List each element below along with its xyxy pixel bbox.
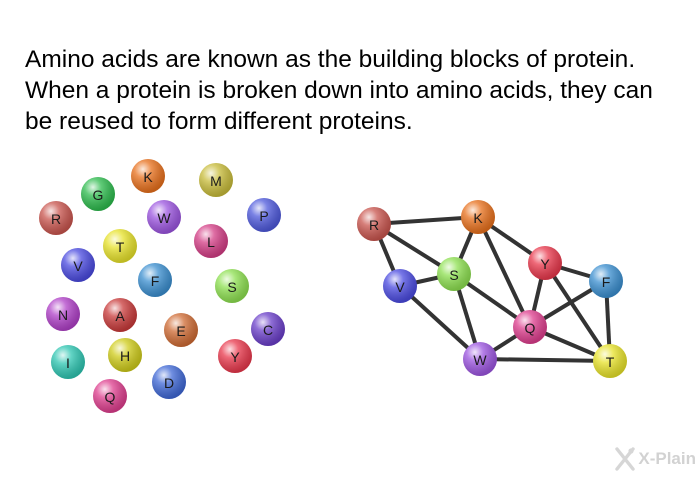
free-amino-acid-label: N	[58, 307, 68, 323]
free-amino-acid-m: M	[199, 163, 233, 197]
free-amino-acid-label: A	[115, 308, 125, 324]
free-amino-acid-shine	[103, 298, 137, 332]
protein-amino-acid-r: R	[357, 207, 391, 241]
free-amino-acid-d: D	[152, 365, 186, 399]
free-amino-acid-label: R	[51, 211, 61, 227]
protein-amino-acid-t: T	[593, 344, 627, 378]
protein-amino-acid-shine	[513, 310, 547, 344]
free-amino-acid-shine	[164, 313, 198, 347]
free-amino-acid-label: V	[73, 258, 83, 274]
brand-text: X-Plain	[638, 449, 696, 468]
protein-amino-acid-q: Q	[513, 310, 547, 344]
free-amino-acid-shine	[147, 200, 181, 234]
bond-y-t	[543, 261, 612, 363]
free-amino-acid-shine	[39, 201, 73, 235]
protein-amino-acid-label: F	[602, 274, 611, 290]
x-plain-logo-icon	[615, 447, 636, 471]
protein-amino-acid-shine	[589, 264, 623, 298]
free-amino-acid-shine	[251, 312, 285, 346]
free-amino-acid-v: V	[61, 248, 95, 282]
free-amino-acid-n: N	[46, 297, 80, 331]
free-amino-acid-e: E	[164, 313, 198, 347]
free-amino-acid-c: C	[251, 312, 285, 346]
protein-amino-acid-k: K	[461, 200, 495, 234]
free-amino-acids: G K M R W P T L V F S N A E C I H Y Q D	[39, 159, 285, 413]
free-amino-acid-shine	[61, 248, 95, 282]
free-amino-acid-shine	[215, 269, 249, 303]
free-amino-acid-l: L	[194, 224, 228, 258]
free-amino-acid-i: I	[51, 345, 85, 379]
protein-amino-acid-label: T	[606, 354, 615, 370]
caption-text: Amino acids are known as the building bl…	[25, 46, 653, 135]
protein-amino-acid-f: F	[589, 264, 623, 298]
free-amino-acid-label: W	[157, 210, 171, 226]
free-amino-acid-label: M	[210, 173, 222, 189]
protein-chain: R K S Y F V Q W T	[357, 200, 627, 378]
bond-w-t	[479, 357, 611, 363]
protein-amino-acid-shine	[463, 342, 497, 376]
protein-amino-acid-label: K	[473, 210, 483, 226]
free-amino-acid-label: E	[176, 323, 185, 339]
free-amino-acid-label: Q	[105, 389, 116, 405]
free-amino-acid-a: A	[103, 298, 137, 332]
free-amino-acid-label: L	[207, 234, 215, 250]
free-amino-acid-shine	[81, 177, 115, 211]
free-amino-acid-h: H	[108, 338, 142, 372]
protein-amino-acid-shine	[528, 246, 562, 280]
protein-amino-acid-label: Y	[540, 256, 550, 272]
free-amino-acid-shine	[152, 365, 186, 399]
protein-amino-acid-shine	[383, 269, 417, 303]
free-amino-acid-p: P	[247, 198, 281, 232]
protein-amino-acid-shine	[437, 257, 471, 291]
protein-amino-acid-shine	[461, 200, 495, 234]
free-amino-acid-label: C	[263, 322, 273, 338]
free-amino-acid-shine	[138, 263, 172, 297]
free-amino-acid-label: Y	[230, 349, 240, 365]
free-amino-acid-f: F	[138, 263, 172, 297]
protein-amino-acid-s: S	[437, 257, 471, 291]
free-amino-acid-k: K	[131, 159, 165, 193]
protein-amino-acid-w: W	[463, 342, 497, 376]
protein-amino-acid-shine	[593, 344, 627, 378]
free-amino-acid-label: P	[259, 208, 268, 224]
protein-amino-acid-label: Q	[525, 320, 536, 336]
bond-v-w	[398, 284, 482, 361]
free-amino-acid-label: H	[120, 348, 130, 364]
free-amino-acid-shine	[103, 229, 137, 263]
free-amino-acid-shine	[194, 224, 228, 258]
free-amino-acid-shine	[108, 338, 142, 372]
free-amino-acid-shine	[131, 159, 165, 193]
free-amino-acid-shine	[218, 339, 252, 373]
free-amino-acid-label: S	[227, 279, 236, 295]
free-amino-acid-label: F	[151, 273, 160, 289]
protein-amino-acid-label: S	[449, 267, 458, 283]
free-amino-acid-shine	[51, 345, 85, 379]
free-amino-acid-shine	[247, 198, 281, 232]
free-amino-acid-s: S	[215, 269, 249, 303]
free-amino-acid-t: T	[103, 229, 137, 263]
free-amino-acid-y: Y	[218, 339, 252, 373]
free-amino-acid-label: I	[66, 355, 70, 371]
free-amino-acid-q: Q	[93, 379, 127, 413]
protein-amino-acid-label: W	[473, 352, 487, 368]
protein-amino-acid-v: V	[383, 269, 417, 303]
bond-k-q	[476, 216, 532, 328]
free-amino-acid-label: K	[143, 169, 153, 185]
protein-amino-acid-y: Y	[528, 246, 562, 280]
brand-logo: X-Plain	[614, 446, 696, 472]
free-amino-acid-label: D	[164, 375, 174, 391]
protein-amino-acid-shine	[357, 207, 391, 241]
free-amino-acid-shine	[93, 379, 127, 413]
free-amino-acid-shine	[199, 163, 233, 197]
free-amino-acid-g: G	[81, 177, 115, 211]
free-amino-acid-label: T	[116, 239, 125, 255]
free-amino-acid-shine	[46, 297, 80, 331]
free-amino-acid-label: G	[93, 187, 104, 203]
free-amino-acid-w: W	[147, 200, 181, 234]
protein-amino-acid-label: R	[369, 217, 379, 233]
bond-r-k	[373, 215, 479, 226]
protein-amino-acid-label: V	[395, 279, 405, 295]
free-amino-acid-r: R	[39, 201, 73, 235]
